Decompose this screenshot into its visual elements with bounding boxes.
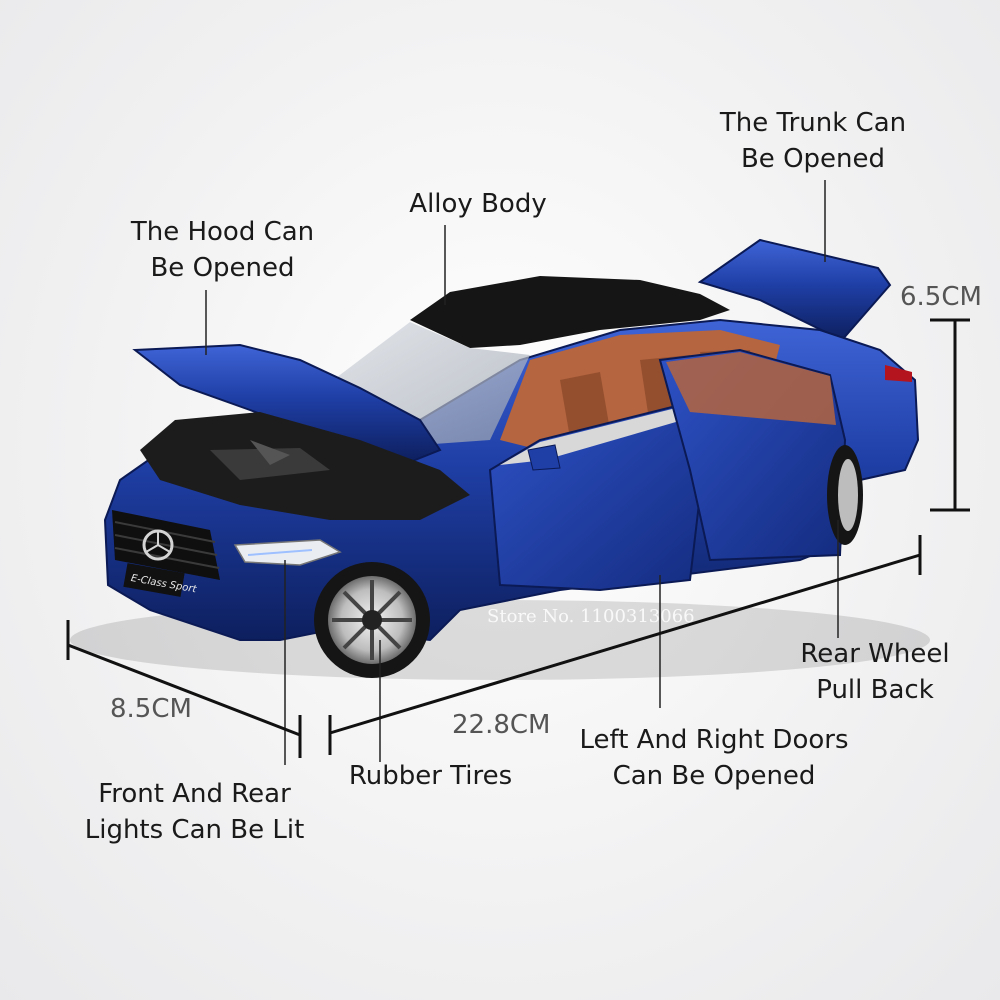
front-wheel bbox=[314, 562, 430, 678]
rear-wheel bbox=[827, 445, 863, 545]
dimension-height: 6.5CM bbox=[900, 282, 982, 312]
callout-doors-line1: Left And Right Doors bbox=[579, 725, 849, 755]
callout-rear-wheel-line1: Rear Wheel bbox=[800, 639, 950, 669]
side-mirror bbox=[527, 444, 561, 471]
callout-doors: Left And Right Doors Can Be Opened bbox=[568, 722, 860, 794]
callout-trunk-line2: Be Opened bbox=[740, 144, 886, 174]
callout-lights: Front And Rear Lights Can Be Lit bbox=[72, 776, 317, 848]
callout-trunk: The Trunk Can Be Opened bbox=[708, 105, 918, 177]
callout-trunk-line1: The Trunk Can bbox=[719, 108, 907, 138]
callout-rear-wheel-line2: Pull Back bbox=[816, 675, 934, 705]
callout-hood: The Hood Can Be Opened bbox=[120, 214, 325, 286]
dimension-lines bbox=[66, 318, 970, 758]
dimension-length: 22.8CM bbox=[452, 710, 551, 740]
callout-lights-line1: Front And Rear bbox=[98, 779, 291, 809]
trunk-lid bbox=[697, 238, 892, 342]
hood bbox=[132, 343, 442, 464]
callout-doors-line2: Can Be Opened bbox=[612, 761, 816, 791]
tail-light bbox=[885, 365, 912, 382]
callout-rear-wheel: Rear Wheel Pull Back bbox=[790, 636, 960, 708]
callout-alloy-body: Alloy Body bbox=[409, 189, 547, 219]
callout-tires: Rubber Tires bbox=[348, 761, 513, 791]
store-watermark: Store No. 1100313066 bbox=[487, 606, 695, 627]
dimension-width: 8.5CM bbox=[110, 694, 192, 724]
callout-hood-line2: Be Opened bbox=[150, 253, 295, 283]
callout-hood-line1: The Hood Can bbox=[130, 217, 315, 247]
callout-lights-line2: Lights Can Be Lit bbox=[84, 815, 305, 845]
car-roof bbox=[410, 276, 730, 348]
